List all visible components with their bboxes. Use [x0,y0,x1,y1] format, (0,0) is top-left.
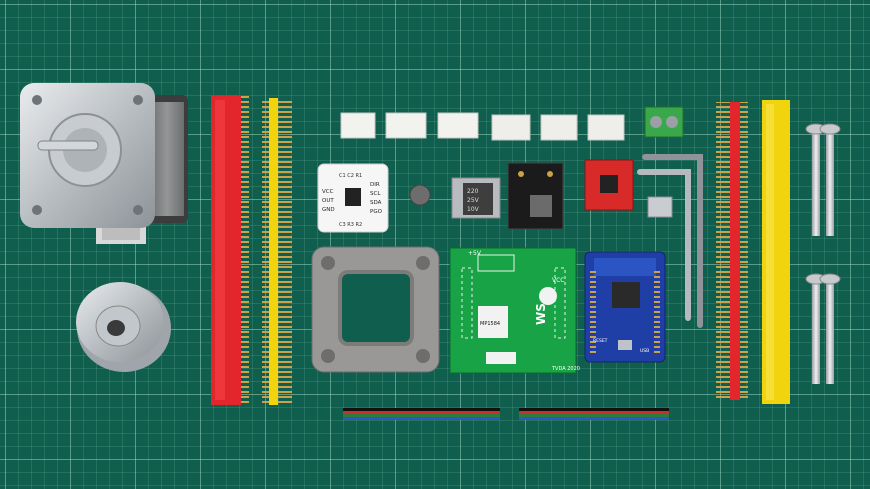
timing-pulley [76,282,171,372]
allen-keys [637,154,703,328]
sensor-pin-sda: SDA [370,200,382,206]
round-magnet [409,184,431,206]
pcb-bottom-label: TVDA 2020 [551,366,580,372]
male-header-yellow [262,98,292,405]
sensor-pin-out: OUT [322,198,334,204]
sensor-top-marks: C1 C2 R1 [339,173,362,179]
sensor-bottom-marks: C3 R3 R2 [339,222,362,228]
jst-connector-row [340,112,625,141]
sensor-pin-scl: SCL [370,191,381,197]
power-inductor: 220 25V 10V [451,177,501,219]
buck-converter-board [507,162,564,230]
female-header-red [211,95,249,405]
sensor-breakout-board: VCC OUT GND DIR SCL SDA PGO C1 C2 R1 C3 … [317,163,389,233]
pcb-right-label: VCC [552,277,564,284]
right-header-strips [716,100,790,404]
screws [805,123,841,384]
stepper-driver-red [584,159,634,211]
inductor-line-3: 10V [467,206,480,213]
wifi-dev-board: RESET USB [584,251,666,363]
sensor-pin-dir: DIR [370,182,380,188]
sensor-pin-pgo: PGO [370,209,383,215]
pcb-side-text: WS [534,303,548,325]
printed-motor-mount [311,246,440,373]
inductor-line-2: 25V [467,197,480,204]
sensor-pin-gnd: GND [322,207,335,213]
wifi-reset-label: RESET [593,338,608,344]
pcb-chip-label: MP1584 [480,321,500,327]
inductor-line-1: 220 [467,188,479,195]
ribbon-cables [343,408,669,420]
wifi-usb-label: USB [640,348,649,354]
pcb-top-label: +5V [468,250,482,257]
stepper-motor [20,83,188,244]
sensor-pin-vcc: VCC [322,189,334,195]
carrier-pcb: MP1584 +5V VCC WS TVDA 2020 [449,247,580,374]
heatsink [647,196,673,218]
screw-terminal [644,106,684,138]
